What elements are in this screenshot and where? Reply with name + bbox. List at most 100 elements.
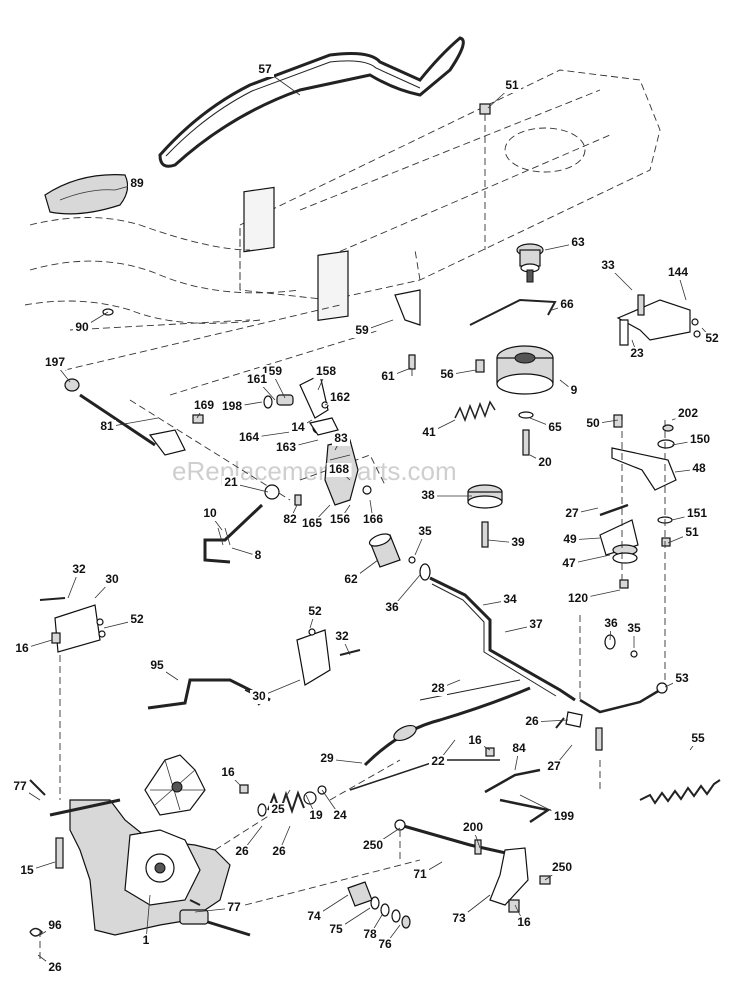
knob-21: [264, 484, 280, 500]
callout-bg: [429, 682, 447, 696]
callout-24: 24: [333, 808, 347, 822]
spring-41: [454, 400, 496, 423]
callout-bg: [219, 766, 237, 780]
callout-bg: [256, 63, 274, 77]
callout-bg: [219, 400, 245, 414]
callout-53: 53: [675, 671, 689, 685]
callout-bg: [509, 536, 527, 550]
callout-34: 34: [503, 592, 517, 606]
callout-bg: [545, 760, 563, 774]
callout-62: 62: [344, 572, 358, 586]
callout-52: 52: [130, 612, 144, 626]
callout-bg: [689, 732, 707, 746]
callout-bg: [568, 384, 580, 398]
callout-bg: [438, 368, 456, 382]
ring-35b: [630, 650, 638, 658]
callout-bg: [98, 420, 116, 434]
shaft-34: [429, 576, 576, 702]
callout-89: 89: [130, 176, 144, 190]
callout-156: 156: [330, 512, 350, 526]
callout-49: 49: [563, 532, 577, 546]
callout-66: 66: [560, 297, 574, 311]
callout-bg: [379, 370, 397, 384]
callout-bg: [515, 916, 533, 930]
callout-bg: [450, 912, 468, 926]
bolt-20: [522, 429, 530, 456]
link-84: [484, 768, 552, 824]
callout-bg: [326, 463, 352, 477]
bushing-74: [347, 881, 411, 929]
callout-bg: [148, 659, 166, 673]
callout-163: 163: [276, 440, 296, 454]
callout-15: 15: [20, 863, 34, 877]
transaxle-1: [49, 754, 251, 937]
callout-bg: [318, 752, 336, 766]
callout-bg: [46, 961, 64, 975]
bracket-30b: [296, 628, 361, 686]
bolt-56: [475, 359, 485, 373]
cable-28: [349, 679, 531, 791]
spring-55: [639, 779, 721, 805]
callout-bg: [466, 734, 484, 748]
callout-bg: [383, 601, 401, 615]
callout-19: 19: [309, 808, 323, 822]
callout-bg: [333, 630, 351, 644]
callout-38: 38: [421, 488, 435, 502]
callout-bg: [225, 901, 243, 915]
callout-90: 90: [75, 320, 89, 334]
callout-bg: [665, 266, 691, 280]
bracket-23: [616, 294, 701, 346]
callout-bg: [13, 642, 31, 656]
callout-bg: [18, 864, 36, 878]
callout-33: 33: [601, 258, 615, 272]
callout-bg: [313, 365, 339, 379]
spring-25: [239, 784, 327, 817]
callout-bg: [236, 431, 262, 445]
clevis-26: [555, 711, 583, 729]
callout-16: 16: [517, 915, 531, 929]
callout-56: 56: [440, 367, 454, 381]
callout-120: 120: [568, 591, 588, 605]
callout-35: 35: [627, 621, 641, 635]
callout-199: 199: [554, 809, 574, 823]
callout-27: 27: [547, 759, 561, 773]
callout-51: 51: [505, 78, 519, 92]
callout-29: 29: [320, 751, 334, 765]
callout-bg: [327, 391, 353, 405]
callout-bg: [269, 803, 287, 817]
deck-outline: [24, 217, 386, 501]
callout-26: 26: [48, 960, 62, 974]
callout-197: 197: [45, 355, 65, 369]
callout-bg: [683, 526, 701, 540]
bolt-50: [613, 414, 623, 428]
pulley-63: [516, 243, 544, 283]
callout-200: 200: [463, 820, 483, 834]
callout-14: 14: [291, 420, 305, 434]
bolt-27: [599, 503, 629, 517]
callout-bg: [549, 861, 575, 875]
callout-bg: [244, 373, 270, 387]
washer-36: [419, 563, 431, 581]
callout-bg: [602, 617, 620, 631]
nut-51: [479, 103, 491, 115]
callout-95: 95: [150, 658, 164, 672]
rod-53: [579, 688, 661, 714]
callout-161: 161: [247, 372, 267, 386]
callout-28: 28: [431, 681, 445, 695]
callout-30: 30: [252, 689, 266, 703]
pulley-47: [612, 544, 638, 564]
callout-16: 16: [468, 733, 482, 747]
callout-bg: [560, 557, 578, 571]
callout-bg: [503, 79, 521, 93]
callout-202: 202: [678, 406, 698, 420]
callout-26: 26: [272, 844, 286, 858]
callout-23: 23: [630, 346, 644, 360]
callout-166: 166: [363, 512, 383, 526]
callout-144: 144: [668, 265, 688, 279]
callout-158: 158: [316, 364, 336, 378]
rod-8: [203, 503, 264, 564]
callout-39: 39: [511, 535, 525, 549]
pulley-38: [467, 484, 503, 509]
callout-bg: [252, 549, 264, 563]
